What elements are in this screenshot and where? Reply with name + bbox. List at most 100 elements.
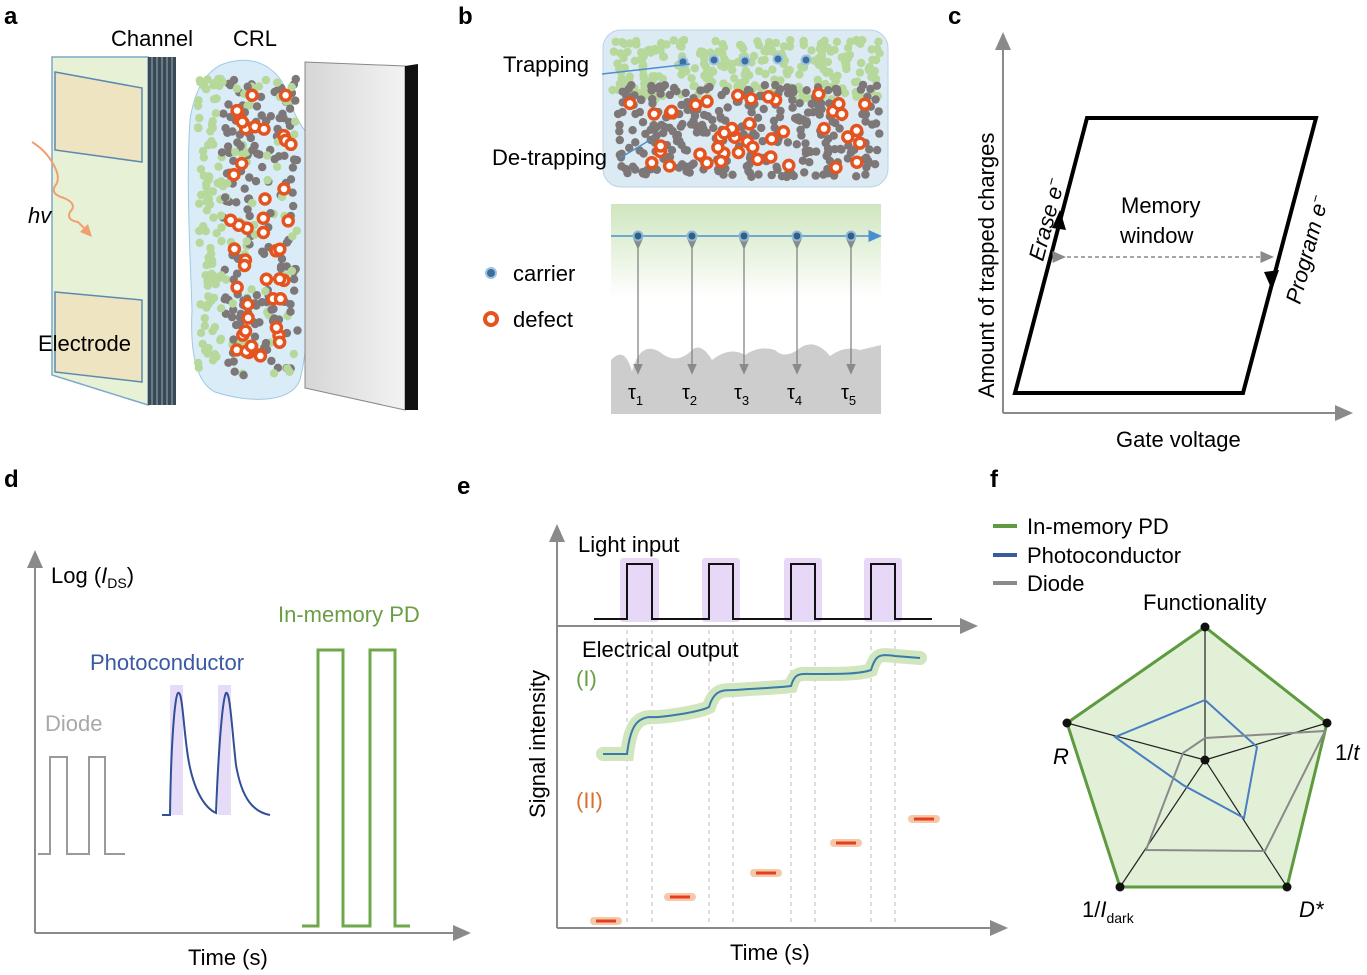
zoom-particle: [760, 81, 770, 90]
crl-particle: [206, 127, 215, 136]
crl-defect: [223, 213, 238, 227]
panel-e: e Signal intensity Time (s) Light input …: [457, 473, 1008, 965]
zoom-particle: [636, 95, 646, 104]
crl-particle: [199, 153, 208, 162]
zoom-defect: [750, 152, 765, 167]
zoom-particle: [749, 51, 759, 61]
crl-particle: [243, 82, 252, 91]
crl-particle: [261, 287, 270, 296]
defect-level-surface: [611, 344, 881, 414]
crl-particle: [232, 198, 241, 207]
zoom-particle: [761, 69, 770, 79]
crl-particle: [292, 226, 301, 235]
panel-c: c Amount of trapped charges Gate voltage…: [948, 3, 1353, 452]
crl-particle: [194, 123, 203, 133]
program-label: Program e−: [1280, 192, 1334, 306]
crl-particle: [195, 226, 204, 236]
zoom-particle: [705, 67, 714, 76]
crl-defect: [256, 211, 271, 225]
zoom-carrier: [739, 55, 751, 67]
zoom-particle: [687, 74, 696, 83]
crl-particle: [243, 205, 252, 214]
zoom-particle: [820, 57, 830, 66]
zoom-particle: [620, 39, 629, 49]
carrier-dot: [738, 230, 750, 242]
zoom-defect: [623, 96, 637, 111]
zoom-particle: [823, 43, 832, 53]
panel-letter-d: d: [4, 466, 19, 493]
zoom-particle: [609, 47, 619, 56]
crl-particle: [214, 162, 223, 171]
zoom-particle: [795, 70, 804, 79]
zoom-particle: [872, 81, 882, 91]
zoom-particle: [768, 65, 777, 74]
mode-ii-levels: [590, 815, 940, 925]
zoom-particle: [824, 86, 833, 95]
radar-photoconductor: [1112, 698, 1259, 820]
zoom-particle: [811, 171, 820, 180]
zoom-particle: [689, 116, 698, 126]
crl-particle: [196, 328, 206, 338]
zoom-particle: [783, 83, 792, 92]
zoom-particle: [799, 40, 808, 50]
legend-label-diode: Diode: [1027, 571, 1084, 596]
legend-label-inmemory: In-memory PD: [1027, 514, 1169, 539]
zoom-defect: [811, 87, 826, 101]
crl-particle: [243, 101, 252, 111]
zoom-particle: [797, 131, 806, 140]
zoom-particle: [628, 126, 637, 135]
crl-particle: [289, 275, 299, 284]
crl-defect: [258, 192, 272, 206]
zoom-particle: [856, 85, 866, 94]
crl-particle: [248, 198, 257, 208]
crl-particle: [221, 293, 230, 302]
zoom-particle: [786, 36, 795, 45]
crl-defect: [284, 137, 298, 152]
zoom-particle: [672, 132, 681, 141]
zoom-particle: [775, 85, 785, 94]
zoom-particle: [846, 37, 855, 46]
zoom-particle: [861, 117, 870, 126]
zoom-particle: [751, 131, 760, 140]
zoom-particle: [758, 137, 767, 146]
crl-defect: [272, 335, 287, 349]
light-wave: [31, 141, 89, 233]
crl-particle: [227, 312, 237, 322]
panel-f: f In-memory PD Photoconductor Diode F: [990, 466, 1360, 926]
crl-particle: [229, 305, 238, 315]
crl-particle: [287, 82, 296, 92]
crl-particle: [253, 149, 262, 158]
zoom-particle: [697, 120, 707, 130]
crl-particle: [209, 293, 219, 302]
zoom-particle: [850, 77, 860, 87]
panel-b: b Trapping De-trapping carrier defect τ1…: [458, 3, 889, 414]
zoom-particle: [649, 121, 658, 130]
crl-particle: [204, 300, 213, 309]
crl-particle: [210, 78, 220, 88]
zoom-particle: [636, 88, 645, 98]
zoom-particle: [717, 90, 726, 100]
mode-i-trace: [603, 654, 921, 755]
crl-defect: [238, 324, 253, 338]
crl-particle: [194, 363, 203, 372]
zoom-particle: [689, 81, 698, 91]
gate-plate-edge: [405, 64, 418, 410]
zoom-particle: [736, 40, 745, 50]
diode-trace-label: Diode: [45, 711, 102, 736]
zoom-particle: [638, 118, 648, 127]
zoom-particle: [728, 170, 737, 179]
crl-defect: [253, 349, 268, 363]
crl-particle: [196, 300, 205, 309]
hysteresis-loop: [1012, 116, 1319, 395]
legend-label-photoconductor: Photoconductor: [1027, 543, 1181, 568]
zoom-particle: [615, 120, 624, 130]
crl-particle: [289, 201, 298, 211]
zoom-particle: [875, 129, 884, 138]
crl-particle: [291, 96, 300, 105]
crl-particle: [291, 117, 300, 126]
crl-particle: [207, 120, 217, 129]
crl-particle: [287, 266, 297, 276]
crl-particle: [212, 229, 221, 238]
panel-letter-e: e: [457, 473, 470, 500]
zoom-particle: [680, 145, 690, 154]
